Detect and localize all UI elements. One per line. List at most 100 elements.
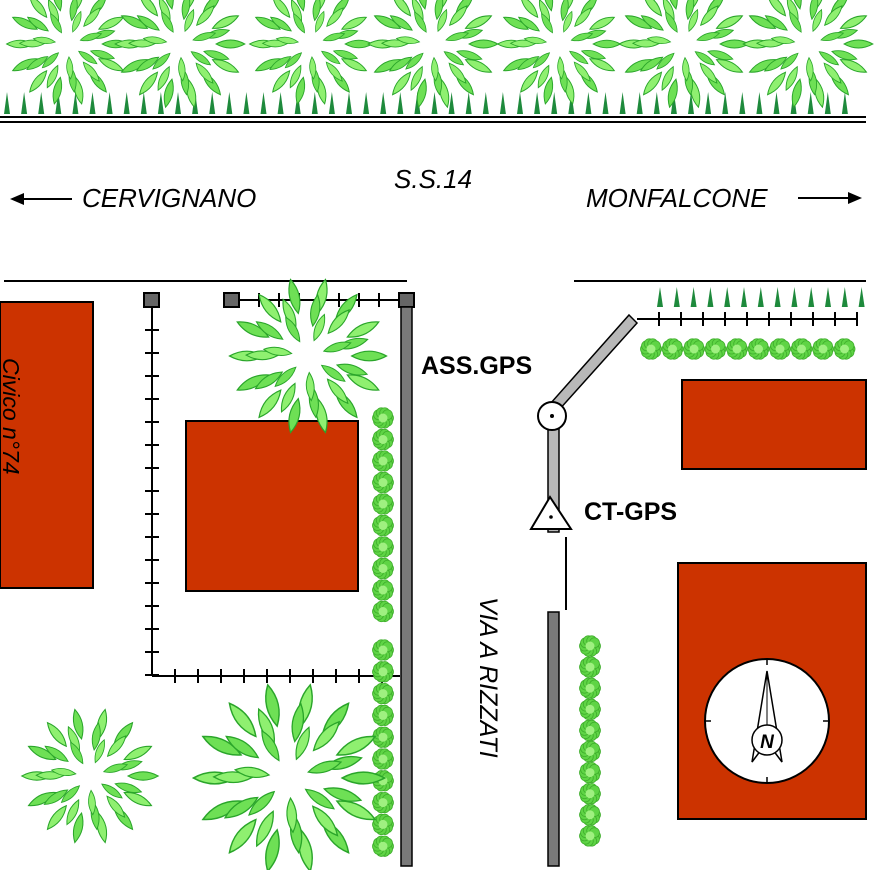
hedge-icon <box>704 338 727 360</box>
grass-icon <box>756 92 763 114</box>
grass-icon <box>346 92 352 114</box>
grass-icon <box>4 92 10 114</box>
gps-axis-label: ASS.GPS <box>421 352 533 380</box>
grass-icon <box>72 92 79 114</box>
hedge-icon <box>579 804 601 826</box>
hedge-icon <box>372 450 394 472</box>
grass-icon <box>551 92 558 114</box>
grass-icon <box>602 92 609 114</box>
grass-icon <box>707 287 714 307</box>
grass-icon <box>157 92 164 114</box>
grass-icon <box>534 92 541 114</box>
hedge <box>372 338 856 857</box>
hedge-icon <box>661 338 684 360</box>
destination-west-label: CERVIGNANO <box>82 183 257 213</box>
hedge-icon <box>372 791 394 814</box>
hedge-icon <box>372 639 394 661</box>
grass-icon <box>824 92 831 114</box>
grass-icon <box>328 92 335 114</box>
grass-icon <box>739 92 746 114</box>
hedge-icon <box>372 813 394 836</box>
side-street-label: VIA A RIZZATI <box>474 597 502 758</box>
building-civico-74 <box>0 301 94 589</box>
grass-icon <box>175 92 181 114</box>
grass-icon <box>517 92 523 114</box>
grass-icon <box>858 287 865 307</box>
hedge-icon <box>372 557 394 580</box>
grass-icon <box>807 92 814 114</box>
grass-icon <box>653 92 660 114</box>
hedge-icon <box>372 407 394 429</box>
hedge-icon <box>683 338 705 360</box>
grass-icon <box>55 92 62 114</box>
hedge-icon <box>726 338 748 360</box>
wall <box>400 306 413 867</box>
grass-icon <box>722 92 729 114</box>
tree-icon <box>114 0 246 109</box>
tree-icon <box>248 0 374 105</box>
road-name-label: S.S.14 <box>394 164 473 194</box>
grass-icon <box>585 92 592 114</box>
grass-icon <box>482 92 489 114</box>
tree-group <box>5 0 874 870</box>
grass-icon <box>431 92 438 114</box>
grass-icon <box>774 287 781 307</box>
grass-icon <box>841 92 848 114</box>
tree-icon <box>367 0 499 109</box>
hedge-icon <box>372 471 394 494</box>
grass-icon <box>209 92 216 114</box>
hedge-icon <box>372 661 394 683</box>
grass-icon <box>773 92 780 114</box>
grass-icon <box>243 92 250 114</box>
tree-icon <box>228 278 388 434</box>
grass-icon <box>226 92 233 114</box>
hedge-icon <box>579 656 601 678</box>
hedge-icon <box>812 338 834 360</box>
grass-icon <box>657 287 663 307</box>
grass-icon <box>673 287 680 307</box>
tree-icon <box>191 683 387 870</box>
hedge-icon <box>640 338 662 360</box>
gps-axis-structure <box>529 313 639 533</box>
grass-icon <box>21 92 28 114</box>
grass-icon <box>690 287 697 307</box>
destination-east-label: MONFALCONE <box>586 183 768 213</box>
grass-icon <box>757 287 764 307</box>
arrow-right-icon <box>798 192 862 204</box>
tree-icon <box>496 0 622 105</box>
tree-icon <box>618 0 750 109</box>
grass-icon <box>705 92 712 114</box>
grass-icon <box>123 92 130 114</box>
grass-icon <box>741 287 747 307</box>
hedge-icon <box>579 635 601 657</box>
grass-strip <box>657 287 865 307</box>
hedge-icon <box>579 825 601 847</box>
north-letter: N <box>760 732 775 753</box>
grass-icon <box>140 92 147 114</box>
tree-icon <box>20 708 160 844</box>
grass-icon <box>89 92 96 114</box>
hedge-icon <box>579 761 601 784</box>
north-arrow-icon: N <box>704 658 830 784</box>
grass-icon <box>688 92 694 114</box>
hedge-icon <box>372 835 394 857</box>
grass-icon <box>260 92 267 114</box>
grass-icon <box>619 92 626 114</box>
grass-icon <box>363 92 370 114</box>
hedge-icon <box>372 704 394 727</box>
grass-icon <box>670 92 677 114</box>
hedge-icon <box>747 338 770 360</box>
hedge-icon <box>372 726 394 748</box>
tree-icon <box>742 0 874 109</box>
hedge-icon <box>833 338 856 360</box>
hedge-icon <box>372 600 394 623</box>
grass-icon <box>311 92 318 114</box>
grass-icon <box>380 92 387 114</box>
building <box>681 379 867 470</box>
hedge-icon <box>372 579 394 601</box>
wall <box>547 611 560 867</box>
grass-icon <box>724 287 731 307</box>
grass-icon <box>397 92 404 114</box>
building <box>185 420 359 592</box>
